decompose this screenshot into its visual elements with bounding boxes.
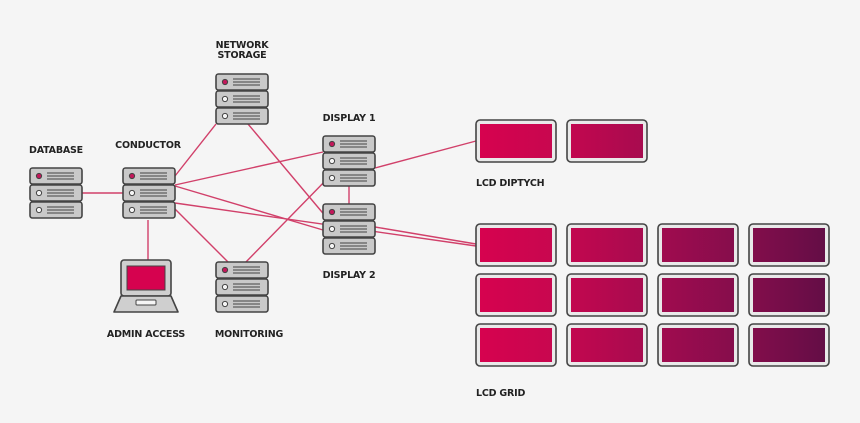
server-rack-icon xyxy=(122,167,176,219)
status-led xyxy=(221,95,229,103)
status-led-active xyxy=(328,208,336,216)
link-conductor-to-display2 xyxy=(174,185,324,231)
admin-access-laptop xyxy=(113,259,179,313)
network-storage-label-2: STORAGE xyxy=(218,50,267,61)
display2-rack xyxy=(322,203,376,255)
lcd-diptych xyxy=(475,119,648,163)
link-conductor-to-monitoring xyxy=(174,208,233,267)
server-rack-icon xyxy=(29,167,83,219)
network-storage-rack xyxy=(215,73,269,125)
database-label: DATABASE xyxy=(29,145,83,156)
link-network-storage-to-display2 xyxy=(247,123,328,219)
status-led xyxy=(328,242,336,250)
lcd-screen xyxy=(748,223,830,267)
status-led xyxy=(128,206,136,214)
lcd-screen xyxy=(475,273,557,317)
server-rack-icon xyxy=(322,203,376,255)
server-rack-icon xyxy=(322,135,376,187)
display-2-label: DISPLAY 2 xyxy=(323,270,376,281)
link-conductor-to-display1 xyxy=(174,151,324,186)
status-led-active xyxy=(221,78,229,86)
monitoring-rack xyxy=(215,261,269,313)
lcd-screen xyxy=(566,119,648,163)
lcd-diptych-label: LCD DIPTYCH xyxy=(476,178,545,189)
database-rack xyxy=(29,167,83,219)
status-led xyxy=(328,225,336,233)
conductor-rack xyxy=(122,167,176,219)
status-led xyxy=(35,206,43,214)
network-storage-label-1: NETWORK xyxy=(216,40,270,51)
status-led xyxy=(328,174,336,182)
admin-access-label: ADMIN ACCESS xyxy=(107,329,185,340)
link-monitoring-to-display1 xyxy=(243,174,332,265)
lcd-screen xyxy=(566,223,648,267)
link-display2-to-lcd-grid xyxy=(374,226,477,245)
lcd-screen xyxy=(475,119,557,163)
lcd-screen xyxy=(748,273,830,317)
lcd-grid xyxy=(475,223,830,367)
lcd-screen xyxy=(566,273,648,317)
status-led xyxy=(328,157,336,165)
lcd-screen xyxy=(566,323,648,367)
status-led-active xyxy=(221,266,229,274)
lcd-screen xyxy=(657,323,739,367)
display-1-label: DISPLAY 1 xyxy=(323,113,376,124)
server-rack-icon xyxy=(215,73,269,125)
status-led xyxy=(221,283,229,291)
server-rack-icon xyxy=(215,261,269,313)
lcd-screen xyxy=(475,223,557,267)
display1-rack xyxy=(322,135,376,187)
status-led-active xyxy=(128,172,136,180)
link-conductor-to-network-storage xyxy=(174,123,217,177)
status-led-active xyxy=(328,140,336,148)
monitoring-label: MONITORING xyxy=(215,329,284,340)
status-led xyxy=(128,189,136,197)
status-led xyxy=(221,112,229,120)
status-led-active xyxy=(35,172,43,180)
nodes xyxy=(29,73,376,313)
lcd-screen xyxy=(748,323,830,367)
link-display1-to-lcd-diptych xyxy=(374,140,477,169)
status-led xyxy=(35,189,43,197)
status-led xyxy=(221,300,229,308)
lcd-grid-label: LCD GRID xyxy=(476,388,525,399)
lcd-screens xyxy=(475,119,830,367)
laptop-icon xyxy=(113,259,179,313)
conductor-label: CONDUCTOR xyxy=(115,140,182,151)
lcd-screen xyxy=(475,323,557,367)
lcd-screen xyxy=(657,223,739,267)
lcd-screen xyxy=(657,273,739,317)
